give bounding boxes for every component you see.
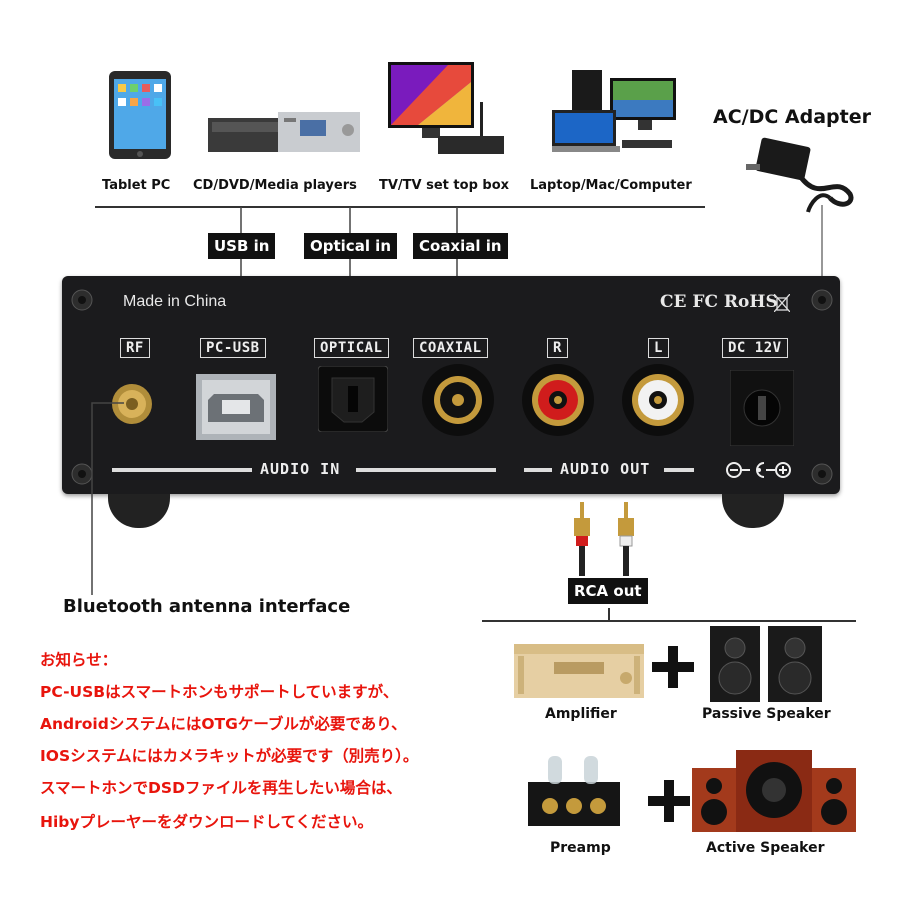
- port-label-rf: RF: [120, 338, 150, 358]
- port-label-coaxial: COAXIAL: [413, 338, 488, 358]
- audio-in-label: AUDIO IN: [260, 460, 341, 478]
- notice-line-2: AndroidシステムにはOTGケーブルが必要であり、: [40, 715, 407, 733]
- amplifier-icon: [514, 644, 644, 698]
- plus-icon: [652, 646, 694, 688]
- device-foot-right: [722, 494, 784, 528]
- media-player-icon: [208, 112, 360, 152]
- adapter-icon: [746, 137, 854, 213]
- port-label-optical: OPTICAL: [314, 338, 389, 358]
- active-speaker-label: Active Speaker: [706, 840, 825, 856]
- passive-speaker-label: Passive Speaker: [702, 706, 831, 722]
- rf-antenna-port[interactable]: [110, 382, 154, 426]
- source-label-tablet: Tablet PC: [102, 178, 171, 193]
- dc-polarity-icon: [726, 462, 791, 478]
- audio-out-label: AUDIO OUT: [560, 460, 651, 478]
- plus-icon: [648, 780, 690, 822]
- adapter-label: AC/DC Adapter: [713, 106, 871, 128]
- notice-line-4: スマートホンでDSDファイルを再生したい場合は、: [40, 779, 402, 797]
- dc-power-port[interactable]: [730, 370, 794, 446]
- port-label-r: R: [547, 338, 568, 358]
- audio-in-bar-right: [356, 468, 496, 472]
- output-divider: [482, 620, 856, 622]
- made-in-label: Made in China: [123, 293, 227, 310]
- active-speaker-icon: [692, 750, 856, 832]
- coaxial-in-tag: Coaxial in: [413, 233, 508, 259]
- optical-in-tag: Optical in: [304, 233, 397, 259]
- coaxial-port[interactable]: [420, 362, 496, 438]
- notice-line-0: お知らせ：: [40, 651, 118, 669]
- optical-port[interactable]: [318, 366, 388, 432]
- rca-out-l-port[interactable]: [620, 362, 696, 438]
- rca-cable-plugs-icon: [574, 502, 634, 576]
- port-label-dc: DC 12V: [722, 338, 788, 358]
- port-label-l: L: [648, 338, 669, 358]
- bluetooth-pointer-line: [91, 402, 124, 595]
- source-divider: [95, 206, 705, 208]
- notice-line-1: PC-USBはスマートホンもサポートしていますが、: [40, 683, 399, 701]
- amplifier-label: Amplifier: [545, 706, 617, 722]
- audio-in-bar-left: [112, 468, 252, 472]
- certification-marks: CE FC RoHS: [660, 292, 778, 312]
- audio-out-bar-left: [524, 468, 552, 472]
- source-label-computer: Laptop/Mac/Computer: [530, 178, 692, 193]
- notice-line-5: Hibyプレーヤーをダウンロードしてください。: [40, 813, 374, 831]
- bluetooth-antenna-label: Bluetooth antenna interface: [63, 596, 351, 617]
- rca-out-stem: [608, 608, 610, 622]
- notice-line-3: IOSシステムにはカメラキットが必要です（別売り）。: [40, 747, 419, 765]
- pc-usb-port[interactable]: [196, 374, 276, 440]
- screw-icon: [811, 289, 833, 311]
- source-label-media: CD/DVD/Media players: [193, 178, 357, 193]
- audio-out-bar-right: [664, 468, 694, 472]
- rca-out-tag: RCA out: [568, 578, 648, 604]
- source-label-tv: TV/TV set top box: [379, 178, 510, 193]
- preamp-label: Preamp: [550, 840, 611, 856]
- tablet-icon: [109, 71, 171, 159]
- tv-icon: [388, 62, 504, 154]
- weee-bin-icon: [774, 294, 790, 312]
- preamp-icon: [528, 756, 620, 826]
- screw-icon: [71, 289, 93, 311]
- usb-in-tag: USB in: [208, 233, 276, 259]
- port-label-pcusb: PC-USB: [200, 338, 266, 358]
- computer-icon: [552, 70, 676, 152]
- rca-out-r-port[interactable]: [520, 362, 596, 438]
- passive-speaker-icon: [710, 626, 822, 702]
- screw-icon: [811, 463, 833, 485]
